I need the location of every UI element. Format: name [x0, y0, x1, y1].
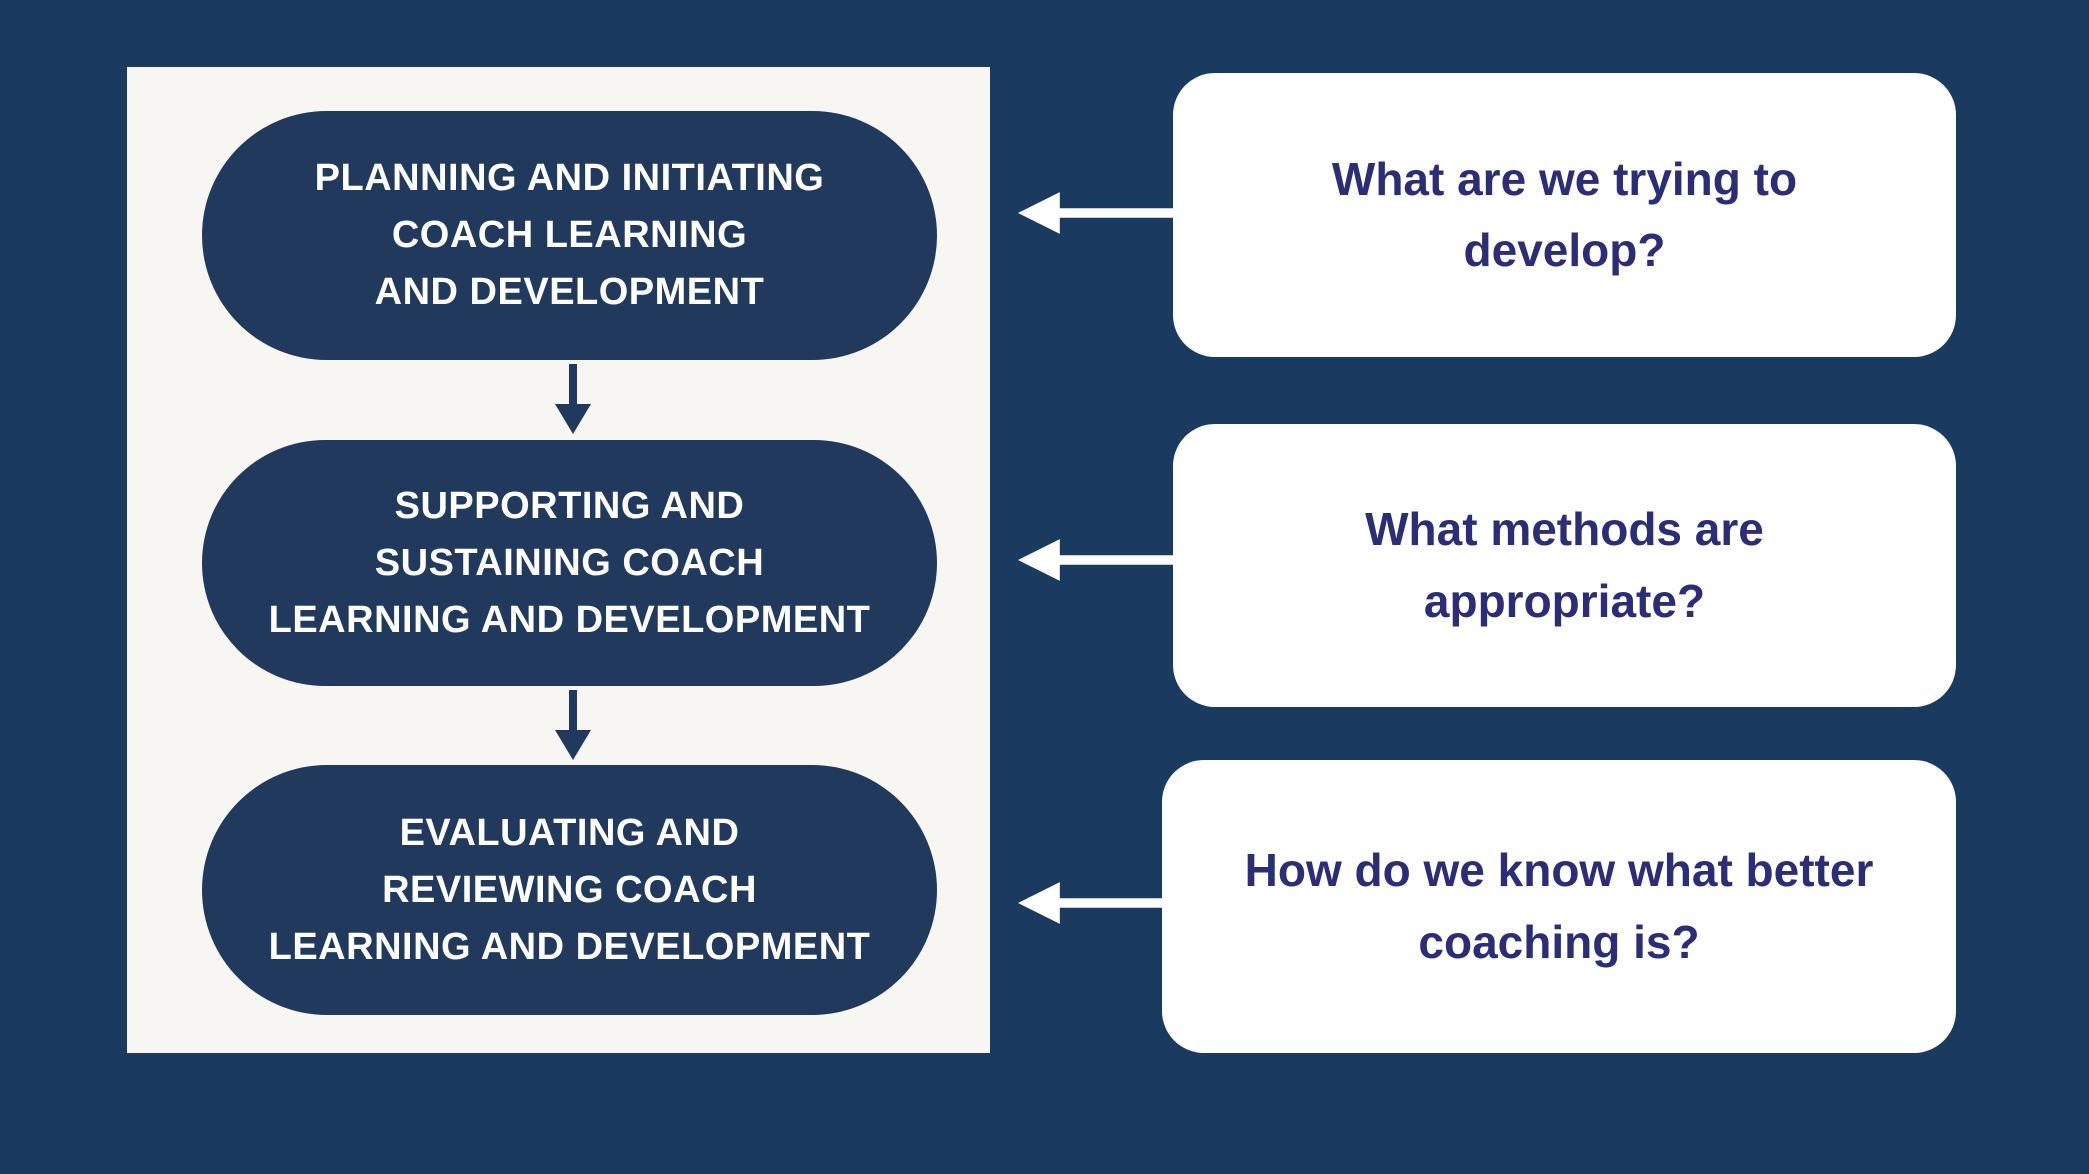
- process-step-evaluating: EVALUATING AND REVIEWING COACH LEARNING …: [202, 765, 937, 1015]
- question-card-better-coaching: How do we know what better coaching is?: [1162, 760, 1956, 1053]
- step-line: SUPPORTING AND: [394, 484, 745, 527]
- step-line: COACH LEARNING: [391, 214, 748, 256]
- question-line: What methods are: [1365, 503, 1764, 556]
- step-line: REVIEWING COACH: [382, 868, 757, 911]
- step-line: EVALUATING AND: [399, 811, 740, 854]
- question-line: appropriate?: [1423, 574, 1706, 627]
- step-line: AND DEVELOPMENT: [374, 271, 765, 313]
- step-line: LEARNING AND DEVELOPMENT: [268, 925, 871, 968]
- question-card-methods: What methods are appropriate?: [1173, 424, 1956, 707]
- left-arrow-icon: [1018, 882, 1208, 924]
- question-text: How do we know what better coaching is?: [1245, 835, 1874, 978]
- step-line: LEARNING AND DEVELOPMENT: [268, 598, 871, 641]
- question-line: coaching is?: [1418, 915, 1700, 968]
- question-text: What are we trying to develop?: [1332, 144, 1797, 287]
- question-card-develop: What are we trying to develop?: [1173, 73, 1956, 357]
- question-line: How do we know what better: [1244, 844, 1874, 897]
- step-line: SUSTAINING COACH: [374, 541, 765, 584]
- down-arrow-icon: [555, 690, 591, 760]
- left-arrow-icon: [1018, 539, 1208, 581]
- process-step-supporting: SUPPORTING AND SUSTAINING COACH LEARNING…: [202, 440, 937, 686]
- step-line: PLANNING AND INITIATING: [314, 157, 825, 199]
- question-line: develop?: [1463, 224, 1666, 276]
- question-line: What are we trying to: [1331, 152, 1798, 205]
- question-text: What methods are appropriate?: [1365, 494, 1764, 637]
- down-arrow-icon: [555, 364, 591, 434]
- process-step-planning: PLANNING AND INITIATING COACH LEARNING A…: [202, 111, 937, 360]
- left-arrow-icon: [1018, 192, 1208, 234]
